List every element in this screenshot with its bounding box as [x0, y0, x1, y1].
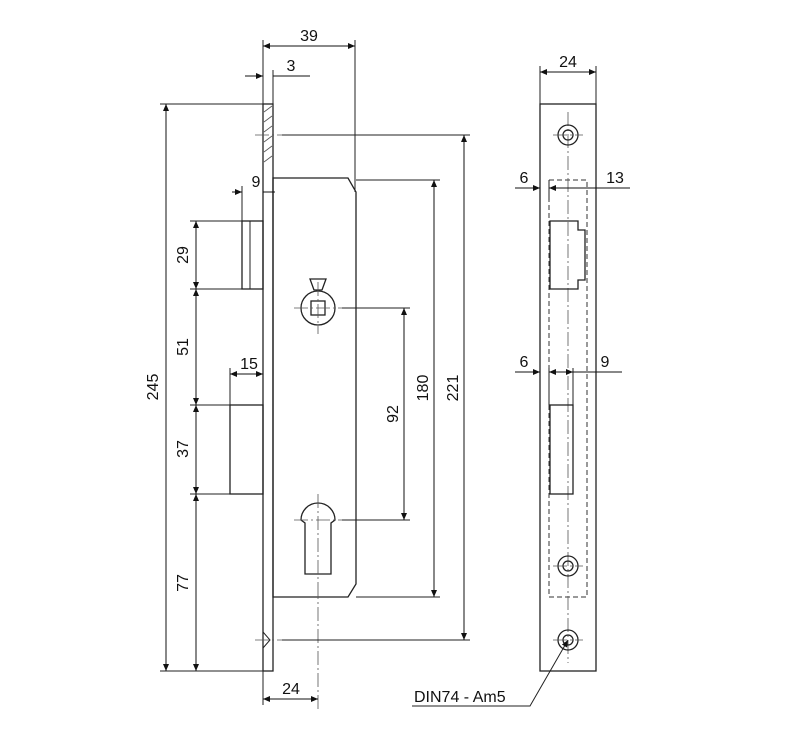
dim-29: 29	[175, 246, 192, 264]
dim-39: 39	[300, 28, 318, 45]
bolt-opening	[549, 404, 574, 495]
faceplate-screw-bottom	[255, 631, 282, 649]
dimension-lines	[160, 40, 470, 705]
strike-plate	[539, 103, 597, 672]
strike-screw-hole-bottom	[553, 629, 583, 651]
latch-opening	[549, 220, 586, 290]
dim-180: 180	[415, 375, 432, 402]
strike-plate-view	[539, 103, 597, 672]
lock-case	[272, 177, 357, 598]
strike-plate-label: DIN74 - Am5	[414, 689, 506, 706]
dim-15: 15	[240, 356, 258, 373]
latch-bolt	[241, 220, 264, 290]
mortise-lock-view	[229, 103, 357, 710]
strike-dimension-lines	[412, 66, 630, 707]
dim-24-top: 24	[559, 54, 577, 71]
dim-3: 3	[287, 58, 296, 75]
faceplate-hatch	[263, 105, 273, 163]
cylinder-cutout	[294, 494, 342, 585]
spindle-hub	[294, 278, 342, 334]
dim-92: 92	[385, 405, 402, 423]
faceplate	[262, 103, 274, 672]
dim-77: 77	[175, 574, 192, 592]
dim-9-lower: 9	[601, 354, 610, 371]
dim-221: 221	[445, 375, 462, 402]
dim-51: 51	[175, 338, 192, 356]
strike-screw-hole-top	[553, 124, 583, 146]
dim-245: 245	[145, 374, 162, 401]
dead-bolt	[229, 404, 264, 495]
dim-24-bottom: 24	[282, 681, 300, 698]
dim-37: 37	[175, 440, 192, 458]
dim-9-top: 9	[252, 174, 261, 191]
dim-6-upper: 6	[520, 170, 529, 187]
strike-screw-hole-middle	[553, 555, 583, 577]
dim-6-lower: 6	[520, 354, 529, 371]
dim-13: 13	[606, 170, 624, 187]
